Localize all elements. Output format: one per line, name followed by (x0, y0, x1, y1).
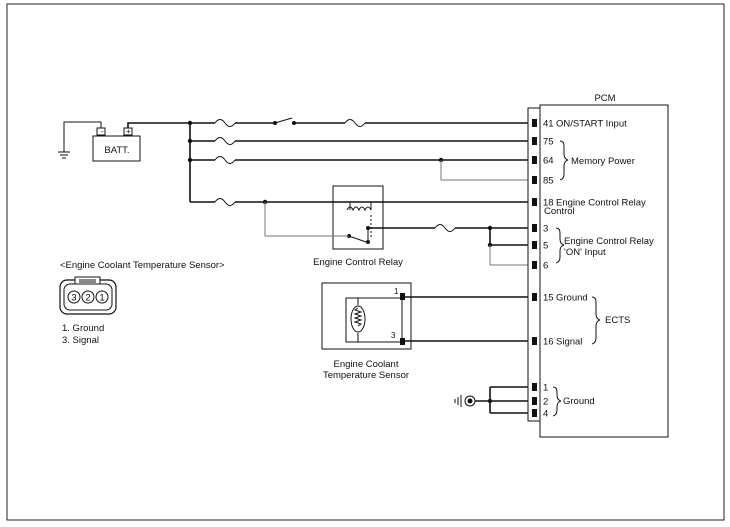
connector-legend-2: 3. Signal (62, 335, 99, 346)
wire-pin41 (190, 117, 533, 127)
sensor-pin-top: 1 (394, 287, 399, 296)
connector-pin (67, 290, 81, 304)
memory-power-label: Memory Power (571, 156, 635, 167)
engine-control-relay: Engine Control Relay (313, 185, 403, 268)
pcm-pin-function: Ground (556, 293, 588, 304)
pcm-pin-marker (532, 337, 537, 345)
brace-relay-on-input: Engine Control Relay 'ON' Input (555, 227, 654, 264)
pcm-pin-label: 6 (543, 261, 548, 272)
pcm-pin-marker (532, 383, 537, 391)
connector-pin (81, 290, 95, 304)
connector-title: <Engine Coolant Temperature Sensor> (60, 260, 225, 271)
brace-ground: Ground (552, 386, 595, 417)
connector-pin-number: 1 (99, 293, 104, 304)
pcm-ground-wiring (468, 386, 533, 414)
pcm-pin-marker (532, 241, 537, 249)
brace-memory-power: Memory Power (559, 140, 635, 181)
pcm-pin-label: 2 (543, 397, 548, 408)
pcm-pin-label: 41 (543, 119, 554, 130)
pcm-pin-label: 3 (543, 224, 548, 235)
battery-ground-wire (63, 121, 102, 152)
pcm-pin-marker (532, 156, 537, 164)
pcm: PCM (527, 93, 669, 438)
connector-pin (95, 290, 109, 304)
wire-pin3 (368, 224, 533, 232)
wire-pin6 (489, 245, 533, 266)
pcm-title: PCM (594, 93, 615, 104)
wire-pin85 (440, 160, 533, 181)
pcm-pin-marker (532, 198, 537, 206)
pcm-pin-marker (532, 224, 537, 232)
connector-legend-1: 1. Ground (62, 323, 104, 334)
wire-pin18 (190, 198, 533, 206)
svg-text:+: + (126, 127, 131, 136)
pcm-pin-marker (532, 137, 537, 145)
pcm-pin-label: 1 (543, 383, 548, 394)
pcm-pin-label: 4 (543, 409, 548, 420)
sensor-label-line2: Temperature Sensor (323, 370, 409, 381)
pin18-label-line2: Control (544, 206, 575, 217)
pcm-pin-label: 5 (543, 241, 548, 252)
battery-positive-wire (127, 122, 190, 128)
pcm-pin-marker (532, 397, 537, 405)
coolant-sensor: 1 3 Engine Coolant Temperature Sensor (321, 282, 412, 381)
relay-on-input-label-2: 'ON' Input (564, 247, 606, 258)
battery-label: BATT. (104, 145, 129, 156)
pcm-pin-label: 75 (543, 137, 554, 148)
pcm-pin-label: 15 (543, 293, 554, 304)
sensor-pin-bottom: 3 (391, 331, 396, 340)
pcm-pin-label: 85 (543, 176, 554, 187)
pcm-pin-marker (532, 261, 537, 269)
chassis-ground-icon (454, 395, 476, 407)
connector-pin-number: 3 (71, 293, 76, 304)
connector-pin-number: 2 (85, 293, 90, 304)
pcm-pin-function: Signal (556, 337, 582, 348)
ground-symbol-battery (58, 151, 70, 159)
ground-label: Ground (563, 396, 595, 407)
wire-pin64 (190, 156, 533, 164)
pcm-pin-label: 18 (543, 198, 554, 209)
relay-on-input-label-1: Engine Control Relay (564, 236, 654, 247)
pcm-pin-label: 16 (543, 337, 554, 348)
svg-text:-: - (101, 127, 104, 136)
pcm-pin-function: Engine Control Relay (556, 198, 646, 209)
diagram-border (6, 3, 725, 521)
pcm-pin-marker (532, 119, 537, 127)
brace-ects: ECTS (591, 296, 630, 345)
wire-pin75 (190, 137, 533, 145)
pcm-pin-marker (532, 293, 537, 301)
sensor-label-line1: Engine Coolant (334, 359, 399, 370)
ects-label: ECTS (605, 315, 630, 326)
battery: - + BATT. (92, 127, 141, 162)
pcm-pin-marker (532, 176, 537, 184)
pcm-pin-label: 64 (543, 156, 554, 167)
relay-label: Engine Control Relay (313, 257, 403, 268)
pcm-pin-marker (532, 409, 537, 417)
pcm-pin-function: ON/START Input (556, 119, 627, 130)
relay-feed-wire (264, 202, 349, 237)
